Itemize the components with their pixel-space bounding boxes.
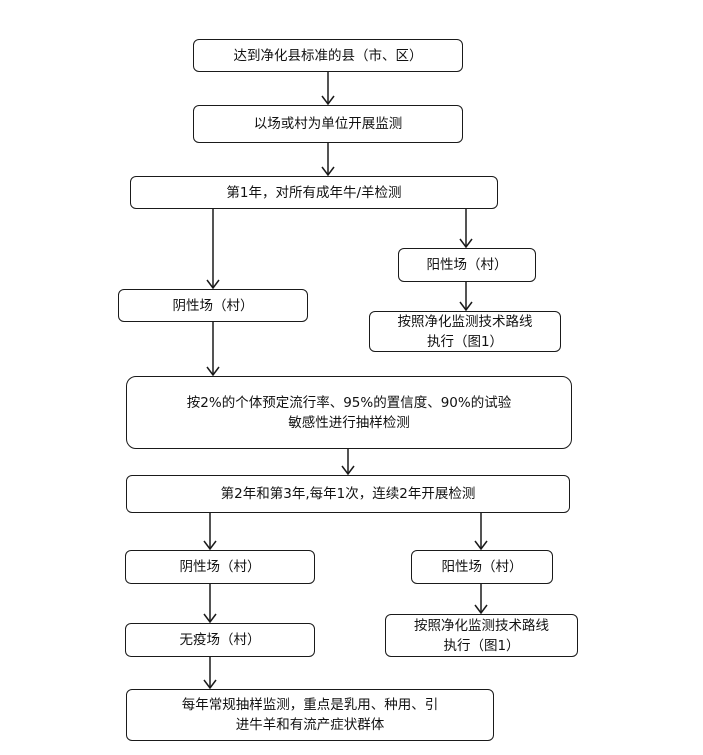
arrowhead bbox=[341, 465, 355, 476]
node-year23-text: 第2年和第3年,每年1次，连续2年开展检测 bbox=[220, 486, 476, 502]
node-year1-text: 第1年，对所有成年牛/羊检测 bbox=[226, 184, 402, 201]
arrowhead bbox=[474, 540, 488, 551]
arrowhead bbox=[206, 366, 220, 377]
node-routine: 每年常规抽样监测，重点是乳用、种用、引 进牛羊和有流产症状群体 bbox=[126, 689, 494, 741]
node-negative2: 阴性场（村） bbox=[125, 550, 315, 584]
node-route1: 按照净化监测技术路线 执行（图1） bbox=[369, 311, 561, 352]
node-year1: 第1年，对所有成年牛/羊检测 bbox=[130, 176, 498, 209]
arrowhead bbox=[321, 166, 335, 177]
arrowhead bbox=[203, 540, 217, 551]
node-route2-line1: 按照净化监测技术路线 bbox=[414, 617, 549, 634]
node-negative1: 阴性场（村） bbox=[118, 289, 308, 322]
node-start-text: 达到净化县标准的县（市、区） bbox=[233, 47, 423, 64]
node-unit-text: 以场或村为单位开展监测 bbox=[253, 116, 403, 132]
node-routine-line2: 进牛羊和有流产症状群体 bbox=[235, 717, 385, 733]
node-route2: 按照净化监测技术路线 执行（图1） bbox=[385, 614, 578, 657]
node-negative1-text: 阴性场（村） bbox=[172, 297, 254, 314]
arrowhead bbox=[459, 238, 473, 249]
node-start: 达到净化县标准的县（市、区） bbox=[193, 39, 463, 72]
node-free: 无疫场（村） bbox=[125, 623, 315, 657]
node-positive2: 阳性场（村） bbox=[411, 550, 553, 584]
node-sampling-line1: 按2%的个体预定流行率、95%的置信度、90%的试验 bbox=[186, 394, 512, 411]
node-sampling-line2: 敏感性进行抽样检测 bbox=[288, 414, 410, 431]
node-route1-line2: 执行（图1） bbox=[426, 333, 504, 350]
arrowhead bbox=[321, 95, 335, 106]
arrowhead bbox=[203, 613, 217, 624]
arrowhead bbox=[203, 679, 217, 690]
node-route2-line2: 执行（图1） bbox=[443, 637, 520, 654]
arrowhead bbox=[474, 604, 488, 615]
arrowhead bbox=[206, 279, 220, 290]
node-unit: 以场或村为单位开展监测 bbox=[193, 105, 463, 143]
node-positive1: 阳性场（村） bbox=[398, 248, 536, 282]
node-positive2-text: 阳性场（村） bbox=[441, 559, 523, 575]
node-free-text: 无疫场（村） bbox=[179, 632, 261, 648]
arrowhead bbox=[459, 301, 473, 312]
node-negative2-text: 阴性场（村） bbox=[179, 559, 261, 575]
node-year23: 第2年和第3年,每年1次，连续2年开展检测 bbox=[126, 475, 570, 513]
node-positive1-text: 阳性场（村） bbox=[426, 257, 508, 273]
node-routine-line1: 每年常规抽样监测，重点是乳用、种用、引 bbox=[181, 697, 439, 713]
node-route1-line1: 按照净化监测技术路线 bbox=[397, 313, 533, 330]
node-sampling: 按2%的个体预定流行率、95%的置信度、90%的试验 敏感性进行抽样检测 bbox=[126, 376, 572, 449]
